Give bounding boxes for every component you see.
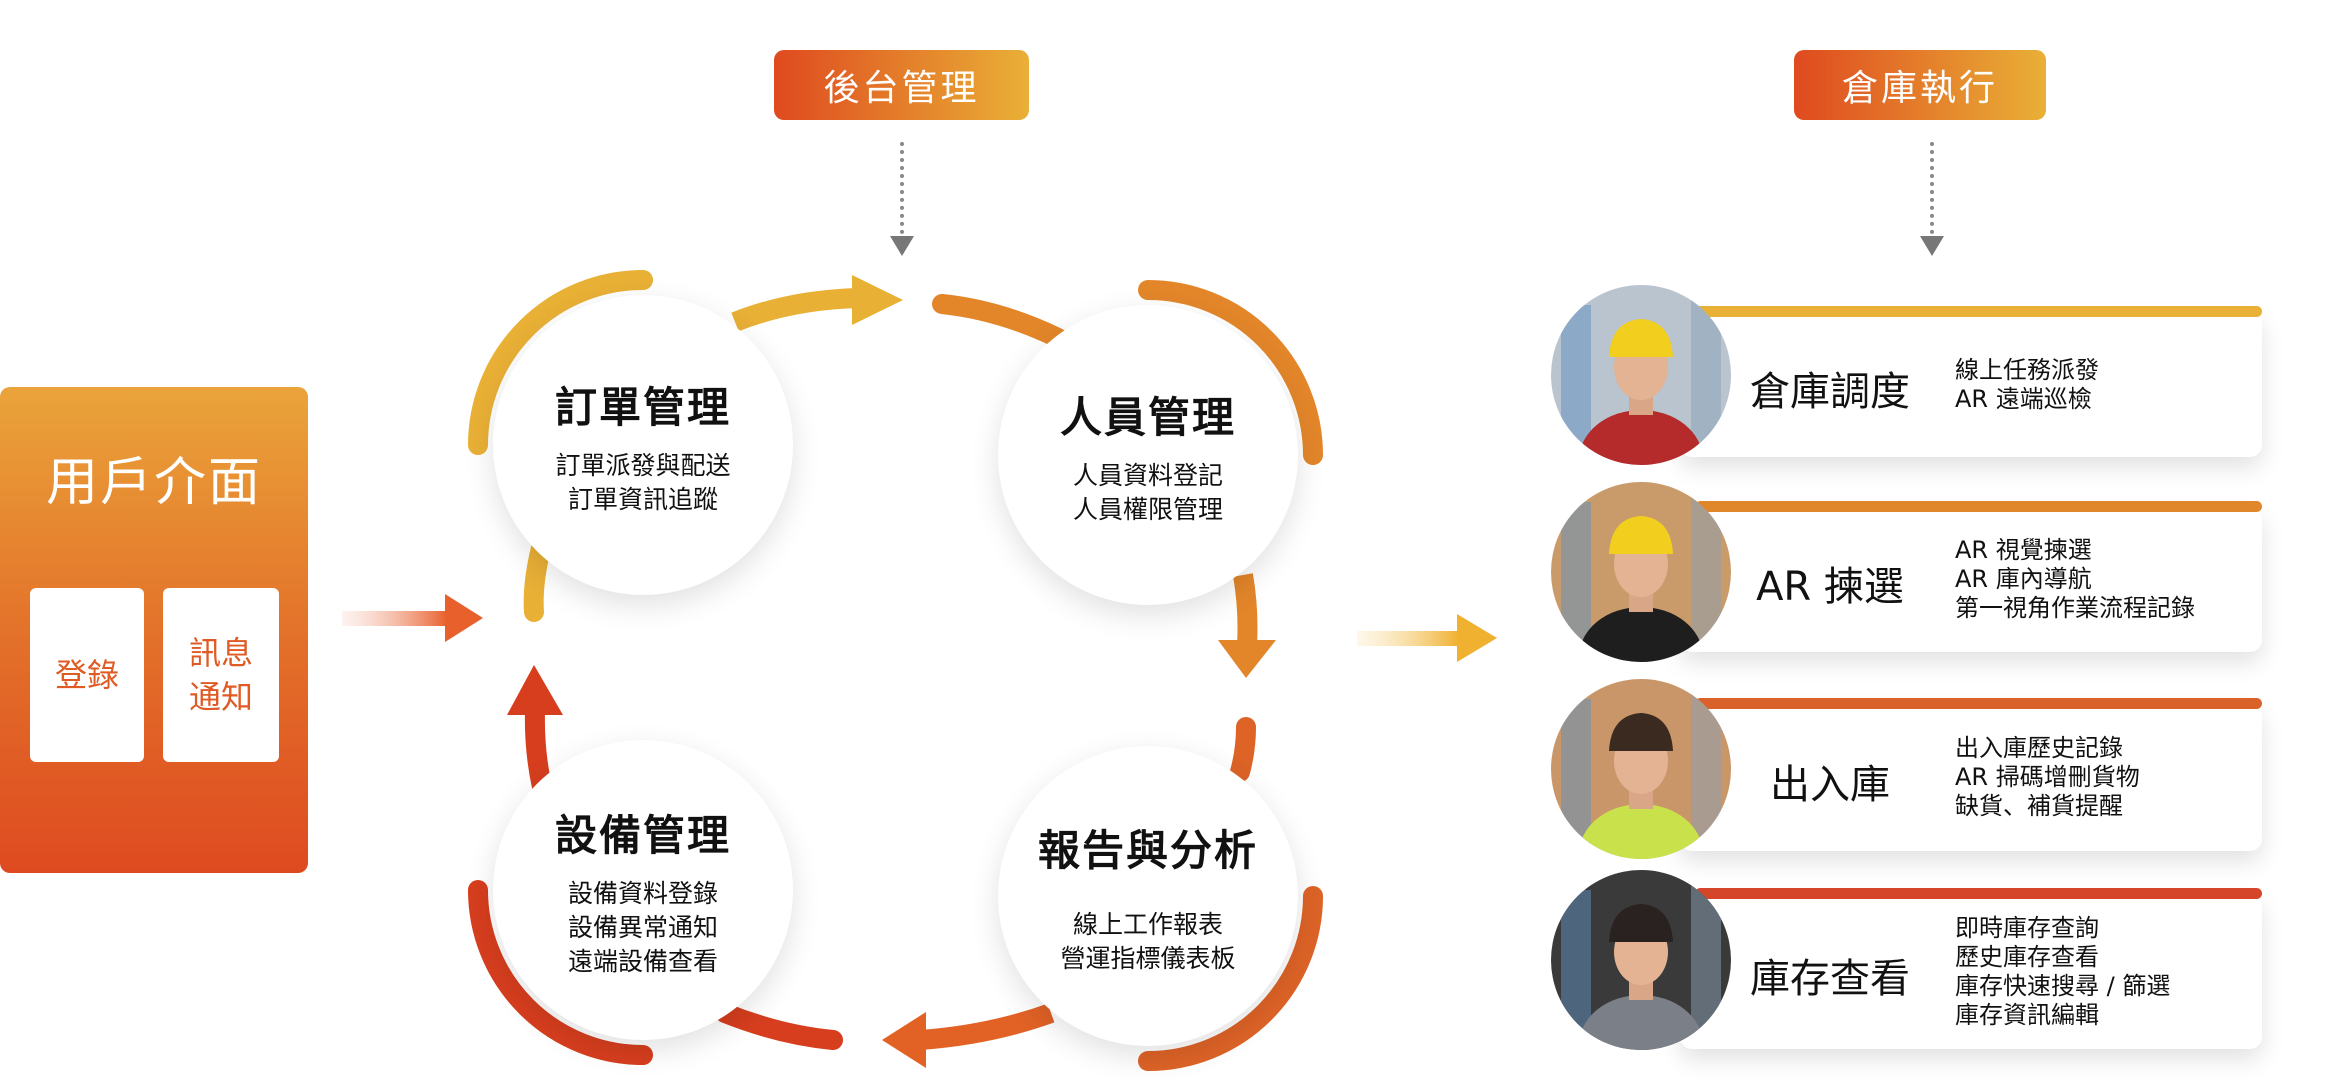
card-title: 庫存查看 [1750, 955, 1910, 1002]
module-item: 設備異常通知 [567, 912, 718, 942]
worker-photo [1551, 482, 1731, 662]
staff-tail-arc [932, 294, 1068, 348]
warehouse-badge: 倉庫執行 [1794, 50, 2046, 120]
card-title: 出入庫 [1770, 761, 1890, 808]
equipment-ring-arc [468, 880, 653, 1065]
card-item: 即時庫存查詢 [1955, 913, 2099, 942]
arrow-right-icon [852, 275, 903, 325]
card-accent-bar [1695, 306, 2262, 317]
entry-arrow-icon [342, 594, 483, 642]
card-accent-bar [1695, 888, 2262, 899]
report-ring-arc [1138, 886, 1323, 1071]
warehouse-card[interactable] [1680, 507, 2262, 652]
warehouse-card[interactable] [1680, 312, 2262, 457]
worker-photo [1551, 285, 1731, 465]
card-accent-bar [1695, 698, 2262, 709]
module-title: 訂單管理 [554, 382, 731, 432]
card-item: 第一視角作業流程記錄 [1955, 594, 2195, 622]
card-title: 倉庫調度 [1750, 368, 1910, 415]
module-item: 人員資料登記 [1072, 460, 1223, 490]
order-tail-arc [523, 538, 551, 622]
warehouse-card[interactable] [1680, 894, 2262, 1049]
module-item: 訂單派發與配送 [555, 450, 731, 480]
card-item: 庫存資訊編輯 [1955, 1000, 2099, 1029]
module-item: 線上工作報表 [1072, 909, 1223, 939]
card-item: 線上任務派發 [1955, 355, 2099, 384]
module-item: 人員權限管理 [1072, 494, 1223, 524]
arrow-left-icon [882, 1012, 926, 1068]
module-item: 設備資料登錄 [567, 878, 718, 908]
backend-badge-label: 後台管理 [823, 68, 980, 109]
order-ring-arc [468, 270, 653, 455]
module-item: 營運指標儀表板 [1060, 943, 1236, 973]
card-title: AR 揀選 [1756, 563, 1904, 610]
worker-photo [1551, 679, 1731, 859]
arrow-down-icon [890, 236, 914, 256]
module-title: 設備管理 [554, 810, 731, 860]
card-item: AR 掃碼增刪貨物 [1955, 763, 2140, 791]
module-order-management[interactable]: 訂單管理 訂單派發與配送 訂單資訊追蹤 [493, 295, 793, 595]
equipment-tail-arc [715, 1003, 843, 1050]
notification-button[interactable]: 訊息通知 [163, 588, 279, 762]
warehouse-card[interactable] [1680, 704, 2262, 851]
module-item: 遠端設備查看 [567, 946, 718, 976]
login-button[interactable]: 登錄 [30, 588, 144, 762]
staff-ring-arc [1138, 280, 1323, 465]
card-item: 缺貨、補貨提醒 [1955, 792, 2123, 820]
login-label: 登錄 [54, 656, 119, 694]
card-item: 庫存快速搜尋 / 篩選 [1955, 971, 2171, 1000]
dotted-connector [1930, 142, 1934, 234]
arrow-down-icon [1920, 236, 1944, 256]
card-item: 出入庫歷史記錄 [1955, 734, 2123, 762]
module-staff-management[interactable]: 人員管理 人員資料登記 人員權限管理 [998, 305, 1298, 605]
module-item: 訂單資訊追蹤 [567, 484, 718, 514]
warehouse-badge-label: 倉庫執行 [1841, 68, 1998, 109]
card-item: AR 視覺揀選 [1955, 536, 2092, 564]
card-description: 即時庫存查詢歷史庫存查看庫存快速搜尋 / 篩選庫存資訊編輯 [1955, 914, 2170, 1030]
exit-arrow-icon [1357, 614, 1497, 662]
worker-photo [1551, 870, 1731, 1050]
report-tail-arc [1230, 717, 1256, 782]
notification-label: 訊息通知 [188, 634, 253, 716]
user-interface-title: 用戶介面 [45, 453, 262, 513]
card-accent-bar [1695, 501, 2262, 512]
dotted-connector [900, 142, 904, 234]
module-equipment-management[interactable]: 設備管理 設備資料登錄 設備異常通知 遠端設備查看 [493, 740, 793, 1040]
card-item: AR 庫內導航 [1955, 565, 2092, 593]
arrow-up-icon [507, 665, 563, 715]
card-item: AR 遠端巡檢 [1955, 384, 2092, 413]
backend-badge: 後台管理 [774, 50, 1029, 120]
module-title: 人員管理 [1059, 392, 1236, 442]
module-report-analysis[interactable]: 報告與分析 線上工作報表 營運指標儀表板 [998, 746, 1298, 1046]
module-title: 報告與分析 [1037, 825, 1258, 875]
arrow-down-icon [1218, 640, 1276, 678]
card-item: 歷史庫存查看 [1955, 942, 2099, 971]
